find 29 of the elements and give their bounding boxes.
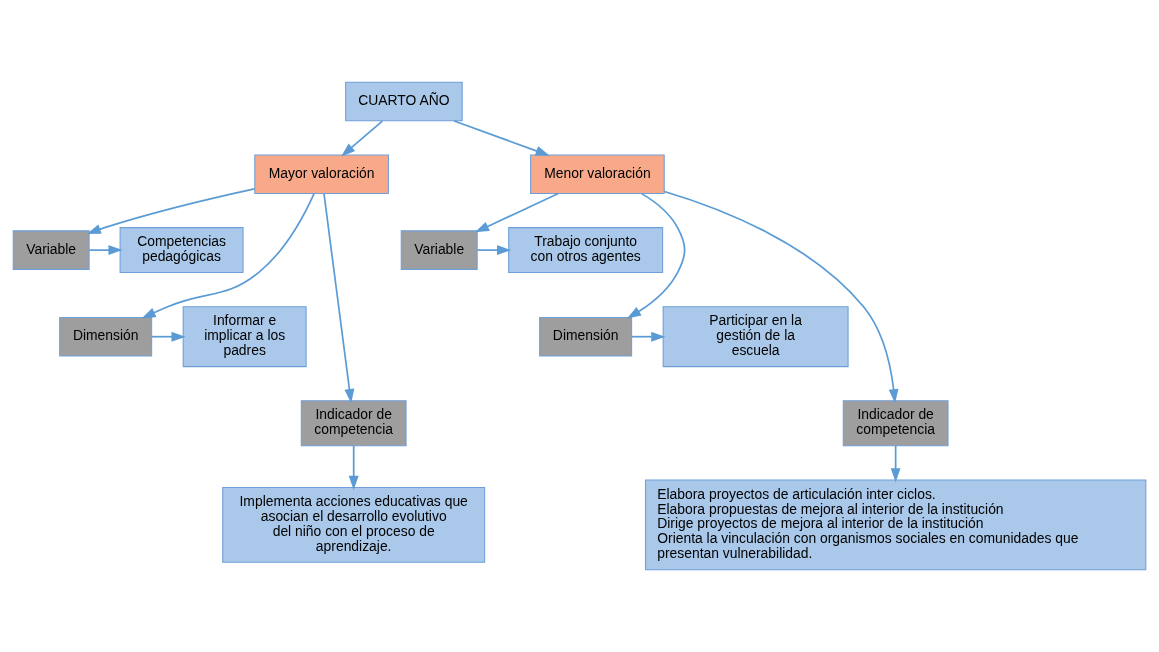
node-box: Variable — [400, 230, 478, 270]
arrow — [890, 445, 901, 483]
node-box: CUARTO AÑO — [345, 81, 463, 122]
arrow — [88, 245, 123, 256]
node-box: Participar en la gestión de la escuela — [662, 306, 849, 368]
node-box: Trabajo conjunto con otros agentes — [508, 227, 664, 274]
arrow — [348, 445, 359, 490]
node-box: Implementa acciones educativas que asocian el desarrollo evolutivo del niño con el proceso de aprendizaje. — [222, 486, 486, 563]
arrow — [323, 192, 355, 404]
arrow — [86, 188, 256, 234]
arrow — [453, 120, 550, 156]
node-box: Menor valoración — [530, 154, 665, 194]
arrow — [626, 192, 686, 319]
node-box: Dimensión — [539, 316, 633, 357]
arrow — [141, 192, 315, 319]
arrow — [341, 120, 384, 157]
node-box: Indicador de competencia — [300, 400, 407, 447]
arrow — [474, 192, 560, 233]
node-box: Mayor valoración — [254, 154, 389, 194]
node-box: Elabora proyectos de articulación inter ciclos. Elabora propuestas de mejora al interior de la institución Dirige proyectos de mejora al interior de la institución Orienta la vinculación con organismos sociales en comunidades que presentan vulnerabilidad. — [644, 479, 1147, 571]
arrow — [630, 331, 666, 342]
node-box: Indicador de competencia — [842, 400, 949, 447]
arrow — [663, 190, 899, 404]
node-box: Variable — [12, 230, 90, 270]
node-box: Informar e implicar a los padres — [182, 306, 307, 368]
node-box: Dimensión — [59, 316, 153, 357]
arrow — [150, 331, 186, 342]
arrow — [476, 245, 512, 256]
node-box: Competencias pedagógicas — [119, 227, 244, 274]
